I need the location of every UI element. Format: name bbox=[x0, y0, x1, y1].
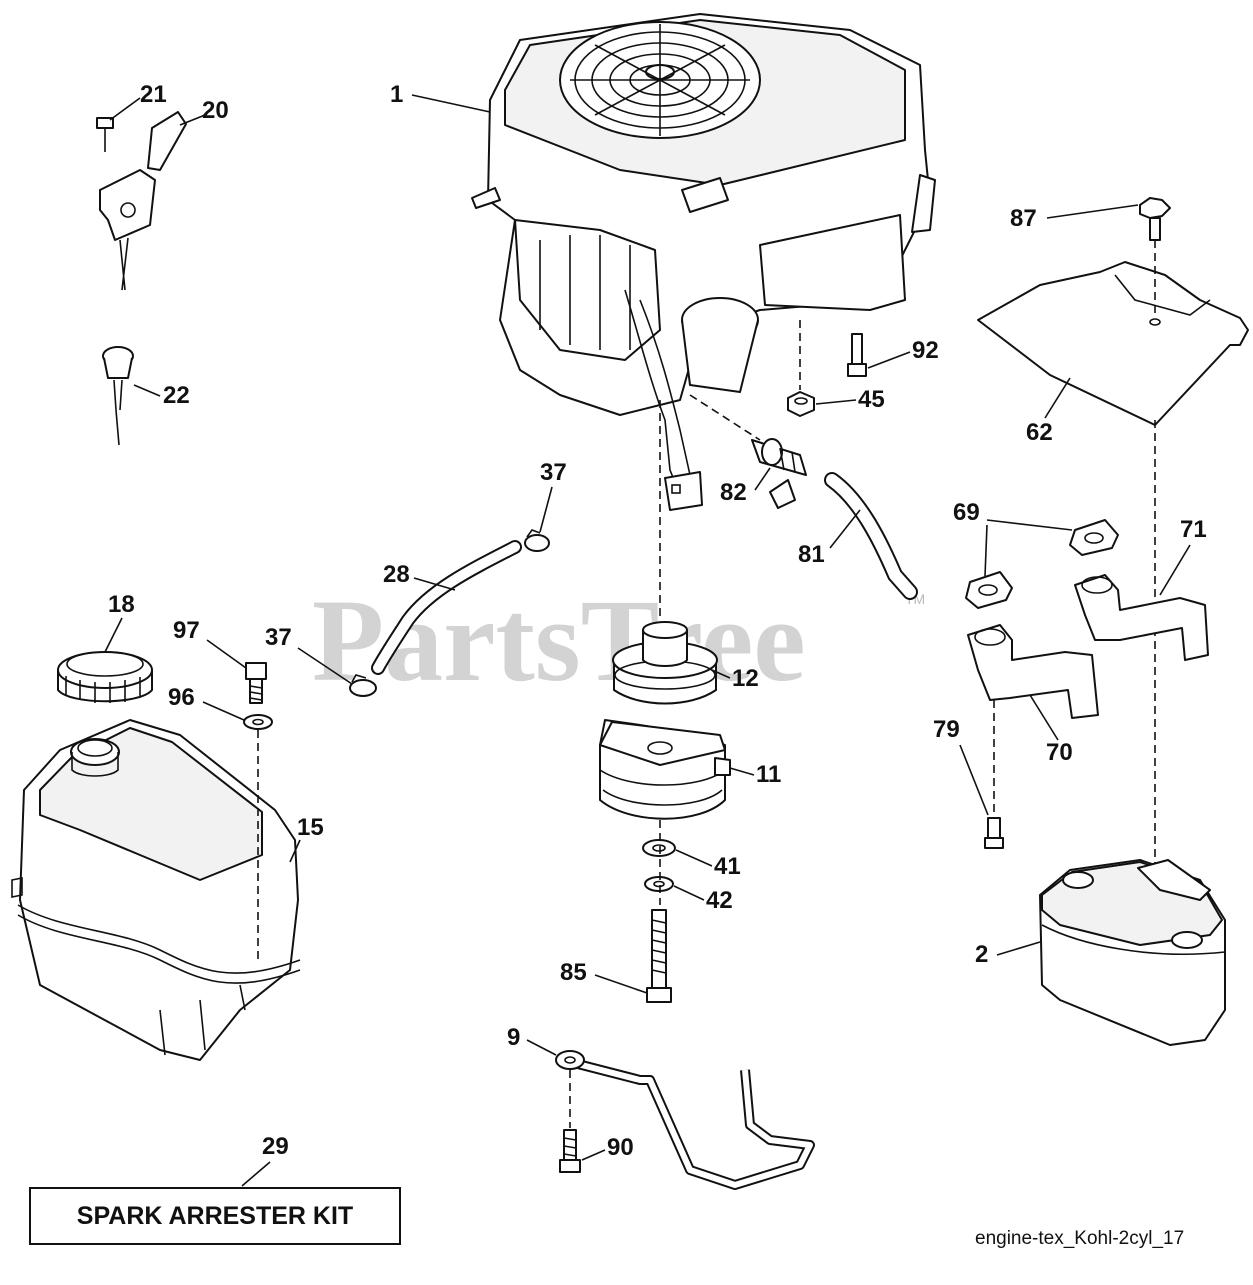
callout-82-label: 82 bbox=[720, 479, 747, 506]
callout-41: 41 bbox=[675, 849, 741, 880]
callout-42: 42 bbox=[673, 885, 733, 914]
callout-28: 28 bbox=[383, 561, 456, 591]
callout-20-label: 20 bbox=[202, 97, 229, 124]
callout-97: 97 bbox=[173, 617, 247, 669]
muffler-part-2[interactable] bbox=[1039, 859, 1226, 1046]
callout-69-label: 69 bbox=[953, 499, 980, 526]
electric-clutch-part-11[interactable] bbox=[599, 719, 731, 820]
choke-knob-part-22[interactable] bbox=[102, 346, 134, 446]
figure-reference: engine-tex_Kohl-2cyl_17 bbox=[975, 1228, 1184, 1249]
assembly-line-connector bbox=[689, 394, 761, 441]
callout-20: 20 bbox=[179, 97, 229, 126]
callout-70-label: 70 bbox=[1046, 739, 1073, 766]
callout-1: 1 bbox=[390, 81, 491, 113]
callout-90-label: 90 bbox=[607, 1134, 634, 1161]
callout-37a-label: 37 bbox=[540, 459, 567, 486]
fuel-connector-part-82[interactable] bbox=[751, 438, 807, 509]
callout-29: 29 bbox=[241, 1133, 289, 1187]
callout-29-label: 29 bbox=[262, 1133, 289, 1160]
callout-96-label: 96 bbox=[168, 684, 195, 711]
callout-12-label: 12 bbox=[732, 665, 759, 692]
callout-69: 69 bbox=[953, 499, 1073, 577]
callout-45: 45 bbox=[815, 386, 885, 413]
bolt-part-92[interactable] bbox=[847, 333, 867, 377]
callout-62: 62 bbox=[1026, 377, 1071, 446]
callout-11-label: 11 bbox=[756, 761, 781, 788]
callout-90: 90 bbox=[581, 1134, 634, 1161]
callout-92: 92 bbox=[867, 337, 939, 369]
callout-85: 85 bbox=[560, 959, 648, 994]
washer-part-96[interactable] bbox=[243, 714, 273, 730]
callout-71: 71 bbox=[1159, 516, 1207, 596]
gasket-part-69-bottom[interactable] bbox=[965, 571, 1013, 609]
callout-37b: 37 bbox=[265, 624, 353, 685]
callout-15-label: 15 bbox=[297, 814, 324, 841]
hose-clamp-part-37-top[interactable] bbox=[524, 529, 550, 552]
callout-9-label: 9 bbox=[507, 1024, 520, 1051]
spark-arrester-kit-label: SPARK ARRESTER KIT bbox=[77, 1202, 353, 1230]
nut-part-45[interactable] bbox=[787, 391, 815, 417]
callout-9: 9 bbox=[507, 1024, 557, 1056]
callout-42-label: 42 bbox=[706, 887, 733, 914]
callout-18-label: 18 bbox=[108, 591, 135, 618]
callout-1-label: 1 bbox=[390, 81, 403, 108]
callout-70: 70 bbox=[1029, 694, 1073, 766]
heat-shield-part-62[interactable] bbox=[977, 261, 1249, 426]
callout-92-label: 92 bbox=[912, 337, 939, 364]
callout-96: 96 bbox=[168, 684, 245, 721]
callout-97-label: 97 bbox=[173, 617, 200, 644]
callout-62-label: 62 bbox=[1026, 419, 1053, 446]
callout-82: 82 bbox=[720, 467, 771, 506]
bolt-part-90[interactable] bbox=[559, 1129, 581, 1173]
callout-81: 81 bbox=[798, 509, 861, 568]
callout-71-label: 71 bbox=[1180, 516, 1207, 543]
spark-arrester-kit-box[interactable]: SPARK ARRESTER KIT bbox=[29, 1187, 401, 1245]
pulley-part-12[interactable] bbox=[612, 621, 718, 705]
callout-85-label: 85 bbox=[560, 959, 587, 986]
callout-41-label: 41 bbox=[714, 853, 741, 880]
callout-87: 87 bbox=[1010, 204, 1139, 232]
callout-15: 15 bbox=[289, 814, 324, 863]
callout-28-label: 28 bbox=[383, 561, 410, 588]
exhaust-pipe-part-70[interactable] bbox=[967, 624, 1099, 719]
callout-22-label: 22 bbox=[163, 382, 190, 409]
washer-part-41[interactable] bbox=[642, 839, 676, 857]
callout-81-label: 81 bbox=[798, 541, 825, 568]
callout-22: 22 bbox=[133, 382, 190, 409]
exhaust-pipe-part-71[interactable] bbox=[1074, 574, 1209, 661]
callout-79: 79 bbox=[933, 716, 989, 816]
callout-11: 11 bbox=[729, 761, 781, 788]
callout-12: 12 bbox=[711, 665, 759, 692]
bolt-part-85[interactable] bbox=[646, 909, 672, 1003]
bracket-part-9[interactable] bbox=[555, 1050, 815, 1190]
throttle-control-part-20[interactable] bbox=[99, 111, 187, 291]
callout-87-label: 87 bbox=[1010, 205, 1037, 232]
callout-37b-label: 37 bbox=[265, 624, 292, 651]
callout-79-label: 79 bbox=[933, 716, 960, 743]
callout-21: 21 bbox=[109, 81, 167, 121]
callout-21-label: 21 bbox=[140, 81, 167, 108]
fuel-cap-part-18[interactable] bbox=[57, 651, 153, 703]
screw-part-87[interactable] bbox=[1139, 197, 1171, 241]
engine-part-1[interactable] bbox=[471, 13, 936, 511]
callout-2: 2 bbox=[975, 941, 1041, 968]
screw-part-21[interactable] bbox=[96, 117, 114, 152]
callout-2-label: 2 bbox=[975, 941, 988, 968]
callout-45-label: 45 bbox=[858, 386, 885, 413]
callout-37a: 37 bbox=[539, 459, 567, 533]
fuel-tank-part-15[interactable] bbox=[11, 719, 301, 1061]
gasket-part-69-top[interactable] bbox=[1069, 519, 1119, 556]
bolt-part-97[interactable] bbox=[245, 662, 267, 704]
washer-part-42[interactable] bbox=[644, 876, 674, 892]
screw-part-79[interactable] bbox=[984, 817, 1004, 849]
hose-clamp-part-37-bottom[interactable] bbox=[349, 674, 377, 697]
callout-18: 18 bbox=[104, 591, 135, 653]
